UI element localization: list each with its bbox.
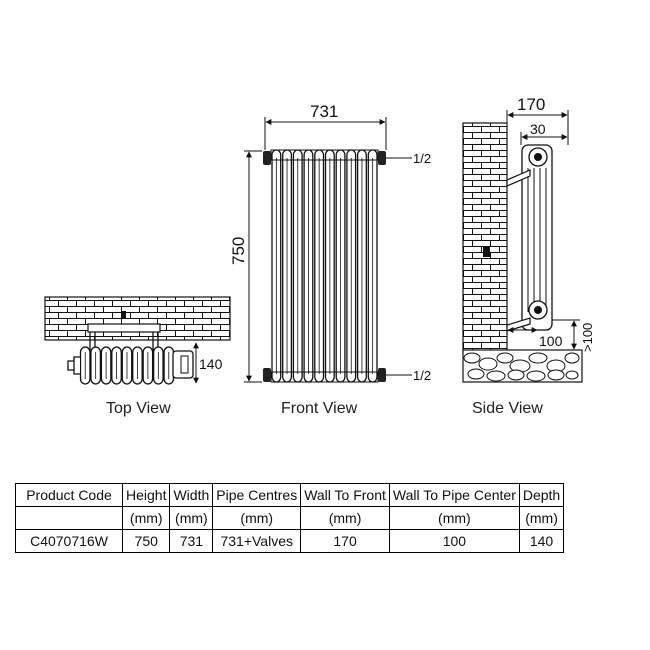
side-view: 170 30 100 >100 <box>462 95 595 383</box>
top-view-wall <box>44 296 231 341</box>
table-units-row: (mm) (mm) (mm) (mm) (mm) (mm) <box>15 506 565 530</box>
cell-depth: 140 <box>518 529 565 553</box>
header-wall-to-pipe-center: Wall To Pipe Center <box>388 483 520 507</box>
header-width: Width <box>169 483 214 507</box>
table-row: C4070716W 750 731 731+Valves 170 100 140 <box>15 529 565 553</box>
table-header-row: Product Code Height Width Pipe Centres W… <box>15 483 565 507</box>
side-view-wall <box>462 122 508 354</box>
top-view-valve-left <box>67 356 80 375</box>
unit-cell: (mm) <box>169 506 214 530</box>
front-view: 731 750 1/2 1/2 <box>229 102 431 383</box>
side-view-label: Side View <box>472 400 543 417</box>
cell-width: 731 <box>169 529 214 553</box>
top-view-bracket-plate <box>87 323 161 333</box>
side-wall-pipe-label: 100 <box>539 333 563 349</box>
unit-cell: (mm) <box>121 506 171 530</box>
cell-pipe-centres: 731+Valves <box>212 529 302 553</box>
front-height-label: 750 <box>229 237 248 265</box>
spec-table: Product Code Height Width Pipe Centres W… <box>15 483 565 553</box>
header-wall-to-front: Wall To Front <box>300 483 390 507</box>
top-view-depth-label: 140 <box>199 356 223 372</box>
unit-cell: (mm) <box>388 506 520 530</box>
header-height: Height <box>121 483 171 507</box>
side-floor-label: >100 <box>580 323 595 352</box>
front-width-label: 731 <box>310 102 338 121</box>
radiator-technical-drawing: 140 731 750 1/2 1/2 170 <box>44 95 595 385</box>
side-offset-label: 30 <box>530 121 546 137</box>
cell-product-code: C4070716W <box>15 529 123 553</box>
top-view: 140 <box>44 296 231 385</box>
header-pipe-centres: Pipe Centres <box>212 483 302 507</box>
top-view-label: Top View <box>106 400 171 417</box>
top-view-bracket <box>89 330 159 352</box>
header-product-code: Product Code <box>15 483 123 507</box>
unit-cell: (mm) <box>212 506 302 530</box>
front-view-radiator <box>270 149 379 383</box>
unit-cell: (mm) <box>518 506 565 530</box>
unit-cell: (mm) <box>300 506 390 530</box>
cell-wall-to-pipe-center: 100 <box>388 529 520 553</box>
header-depth: Depth <box>518 483 565 507</box>
top-view-radiator <box>79 346 175 385</box>
pipe-bottom-label: 1/2 <box>413 368 431 383</box>
side-depth-label: 170 <box>517 95 545 114</box>
unit-cell <box>15 506 123 530</box>
side-view-bracket-top <box>506 169 531 187</box>
cell-height: 750 <box>121 529 171 553</box>
pipe-top-label: 1/2 <box>413 151 431 166</box>
cell-wall-to-front: 170 <box>300 529 390 553</box>
front-view-label: Front View <box>281 400 358 417</box>
